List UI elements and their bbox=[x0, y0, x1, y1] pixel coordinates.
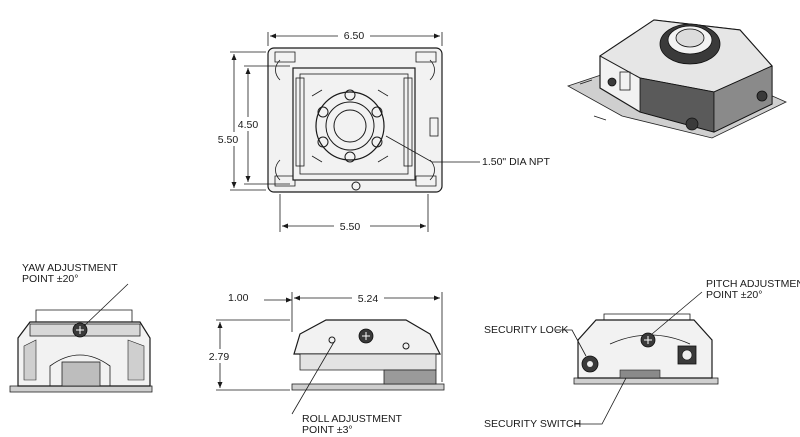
yaw-callout-line1: YAW ADJUSTMENT bbox=[22, 262, 118, 274]
npt-leader bbox=[385, 135, 480, 163]
top-view: 6.50 4.50 5.50 5.50 1.50" DIA NPT bbox=[214, 28, 551, 233]
left-side-view: YAW ADJUSTMENT POINT ±20° bbox=[9, 262, 153, 393]
security-lock-callout: SECURITY LOCK bbox=[484, 324, 568, 336]
dim-top-width: 6.50 bbox=[344, 30, 365, 42]
dim-outer-height: 5.50 bbox=[218, 134, 239, 146]
isometric-view bbox=[567, 19, 787, 139]
middle-side-view: 1.00 5.24 2.79 ROLL ADJUSTMENT POINT ±3° bbox=[204, 291, 445, 436]
dim-side-width: 5.24 bbox=[358, 293, 379, 305]
npt-callout: 1.50" DIA NPT bbox=[482, 156, 551, 168]
middle-view-base bbox=[291, 383, 445, 391]
dim-side-height: 2.79 bbox=[209, 351, 230, 363]
top-view-slots bbox=[274, 51, 437, 187]
dim-inner-height: 4.50 bbox=[238, 119, 259, 131]
right-side-view: SECURITY LOCK SECURITY SWITCH PITCH ADJU… bbox=[484, 278, 800, 430]
yaw-leader bbox=[83, 283, 129, 327]
yaw-callout-line2: POINT ±20° bbox=[22, 273, 78, 285]
pitch-callout-line2: POINT ±20° bbox=[706, 289, 762, 301]
security-lock-leader bbox=[556, 329, 587, 357]
right-view-base bbox=[573, 377, 719, 385]
roll-callout-line2: POINT ±3° bbox=[302, 424, 353, 436]
roll-callout-line1: ROLL ADJUSTMENT bbox=[302, 413, 403, 425]
roll-leader bbox=[291, 341, 335, 415]
security-switch-leader bbox=[574, 377, 627, 425]
dim-bottom-width: 5.50 bbox=[340, 221, 361, 233]
top-view-flange bbox=[311, 89, 389, 163]
left-view-base bbox=[9, 385, 153, 393]
dim-side-offset: 1.00 bbox=[228, 292, 249, 304]
pitch-callout-line1: PITCH ADJUSTMENT bbox=[706, 278, 800, 290]
pitch-leader bbox=[651, 291, 703, 335]
security-switch-callout: SECURITY SWITCH bbox=[484, 418, 581, 430]
left-view-housing bbox=[17, 321, 151, 387]
